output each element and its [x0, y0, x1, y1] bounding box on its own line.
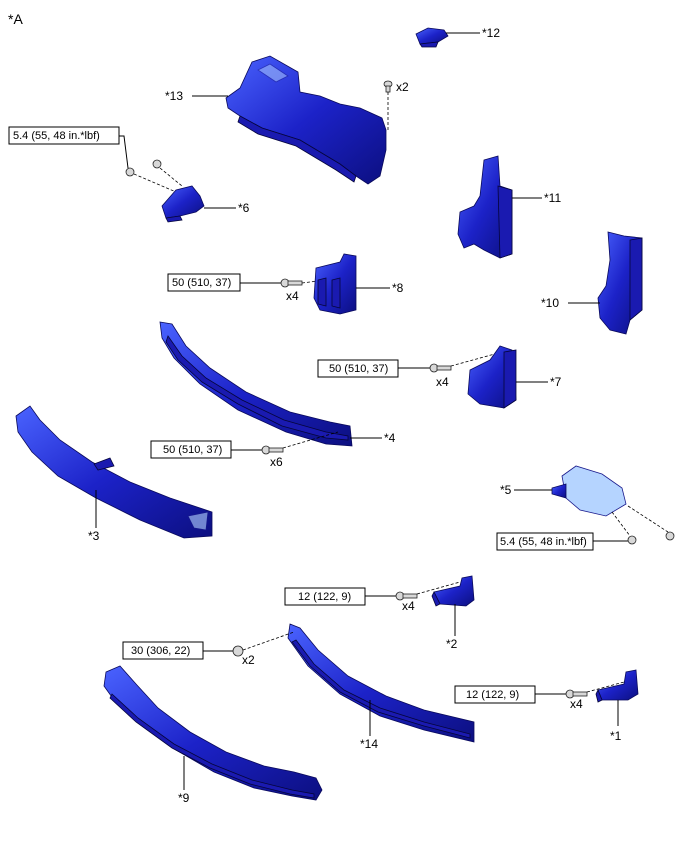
callout-3: *3 — [88, 529, 100, 543]
torque-4: 50 (510, 37) — [150, 440, 232, 459]
part-12-bracket — [415, 27, 449, 48]
torque-2: 12 (122, 9) — [284, 587, 366, 606]
qty-4: x6 — [270, 455, 283, 469]
callout-6: *6 — [238, 201, 250, 215]
callout-13: *13 — [165, 89, 183, 103]
callout-12: *12 — [482, 26, 500, 40]
torque-14: 30 (306, 22) — [122, 641, 204, 660]
qty-1: x4 — [570, 697, 583, 711]
part-8-bracket — [313, 253, 357, 315]
qty-13: x2 — [396, 80, 409, 94]
qty-2: x4 — [402, 599, 415, 613]
part-9-lower-absorber — [103, 665, 323, 801]
part-1-stay — [595, 669, 639, 703]
callout-4: *4 — [384, 431, 396, 445]
screw-5a — [627, 535, 637, 545]
callout-14: *14 — [360, 737, 378, 751]
svg-text:50 (510, 37): 50 (510, 37) — [172, 277, 231, 289]
torque-6: 5.4 (55, 48 in.*lbf) — [8, 126, 120, 145]
svg-text:50 (510, 37): 50 (510, 37) — [163, 444, 222, 456]
qty-7: x4 — [436, 375, 449, 389]
part-7-bracket — [467, 345, 517, 409]
callout-11: *11 — [544, 191, 561, 205]
clip-13 — [383, 80, 393, 93]
callout-1: *1 — [610, 729, 622, 743]
nut-14 — [232, 645, 244, 657]
part-11-side-duct — [457, 155, 513, 259]
svg-text:30 (306, 22): 30 (306, 22) — [131, 645, 190, 657]
torque-7: 50 (510, 37) — [317, 359, 399, 378]
bolt-8 — [280, 278, 303, 288]
svg-text:5.4 (55, 48 in.*lbf): 5.4 (55, 48 in.*lbf) — [13, 130, 100, 142]
callout-9: *9 — [178, 791, 190, 805]
part-2-stay — [431, 575, 475, 607]
screw-5b — [665, 531, 675, 541]
bolt-7 — [429, 363, 452, 373]
callout-8: *8 — [392, 281, 404, 295]
qty-8: x4 — [286, 289, 299, 303]
screw-6b — [152, 159, 162, 169]
screw-6a — [125, 167, 135, 177]
part-5-bracket — [551, 465, 627, 517]
svg-text:12 (122, 9): 12 (122, 9) — [466, 689, 519, 701]
torque-8: 50 (510, 37) — [167, 273, 241, 292]
part-4-reinforcement — [159, 321, 353, 447]
callout-7: *7 — [550, 375, 562, 389]
callout-5: *5 — [500, 483, 512, 497]
torque-1: 12 (122, 9) — [454, 685, 536, 704]
diagram-label: *A — [8, 11, 23, 27]
bolt-2 — [395, 591, 418, 601]
svg-text:5.4 (55, 48 in.*lbf): 5.4 (55, 48 in.*lbf) — [500, 536, 587, 548]
svg-text:12 (122, 9): 12 (122, 9) — [298, 591, 351, 603]
svg-text:50 (510, 37): 50 (510, 37) — [329, 363, 388, 375]
part-13-duct — [225, 55, 387, 185]
bolt-1 — [565, 689, 588, 699]
bolt-4 — [261, 445, 284, 455]
part-3-absorber — [15, 405, 213, 539]
qty-14: x2 — [242, 653, 255, 667]
part-14-reinforcement — [287, 623, 475, 743]
callout-2: *2 — [446, 637, 458, 651]
part-10-side-duct — [597, 231, 643, 335]
part-6-bracket — [161, 185, 205, 223]
torque-5: 5.4 (55, 48 in.*lbf) — [496, 532, 594, 551]
callout-10: *10 — [541, 296, 559, 310]
